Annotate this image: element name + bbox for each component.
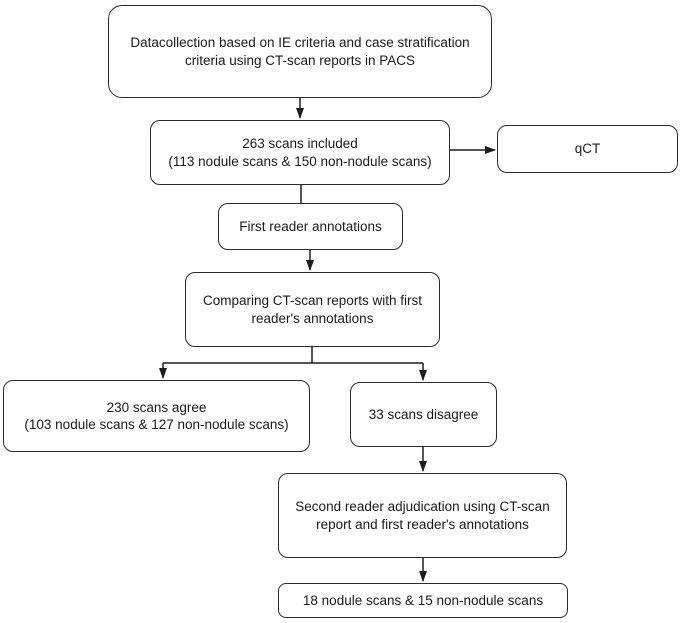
- node-scans-disagree: 33 scans disagree: [350, 382, 497, 447]
- node-first-reader-annotations: First reader annotations: [218, 203, 403, 250]
- node-final-counts: 18 nodule scans & 15 non-nodule scans: [278, 583, 568, 618]
- node-scans-included: 263 scans included (113 nodule scans & 1…: [150, 120, 450, 185]
- node-qct: qCT: [497, 125, 678, 173]
- node-scans-agree: 230 scans agree (103 nodule scans & 127 …: [3, 380, 310, 452]
- node-comparing-reports: Comparing CT-scan reports with first rea…: [185, 272, 440, 347]
- node-data-collection: Datacollection based on IE criteria and …: [108, 5, 492, 98]
- node-second-reader-adjudication: Second reader adjudication using CT-scan…: [278, 473, 567, 558]
